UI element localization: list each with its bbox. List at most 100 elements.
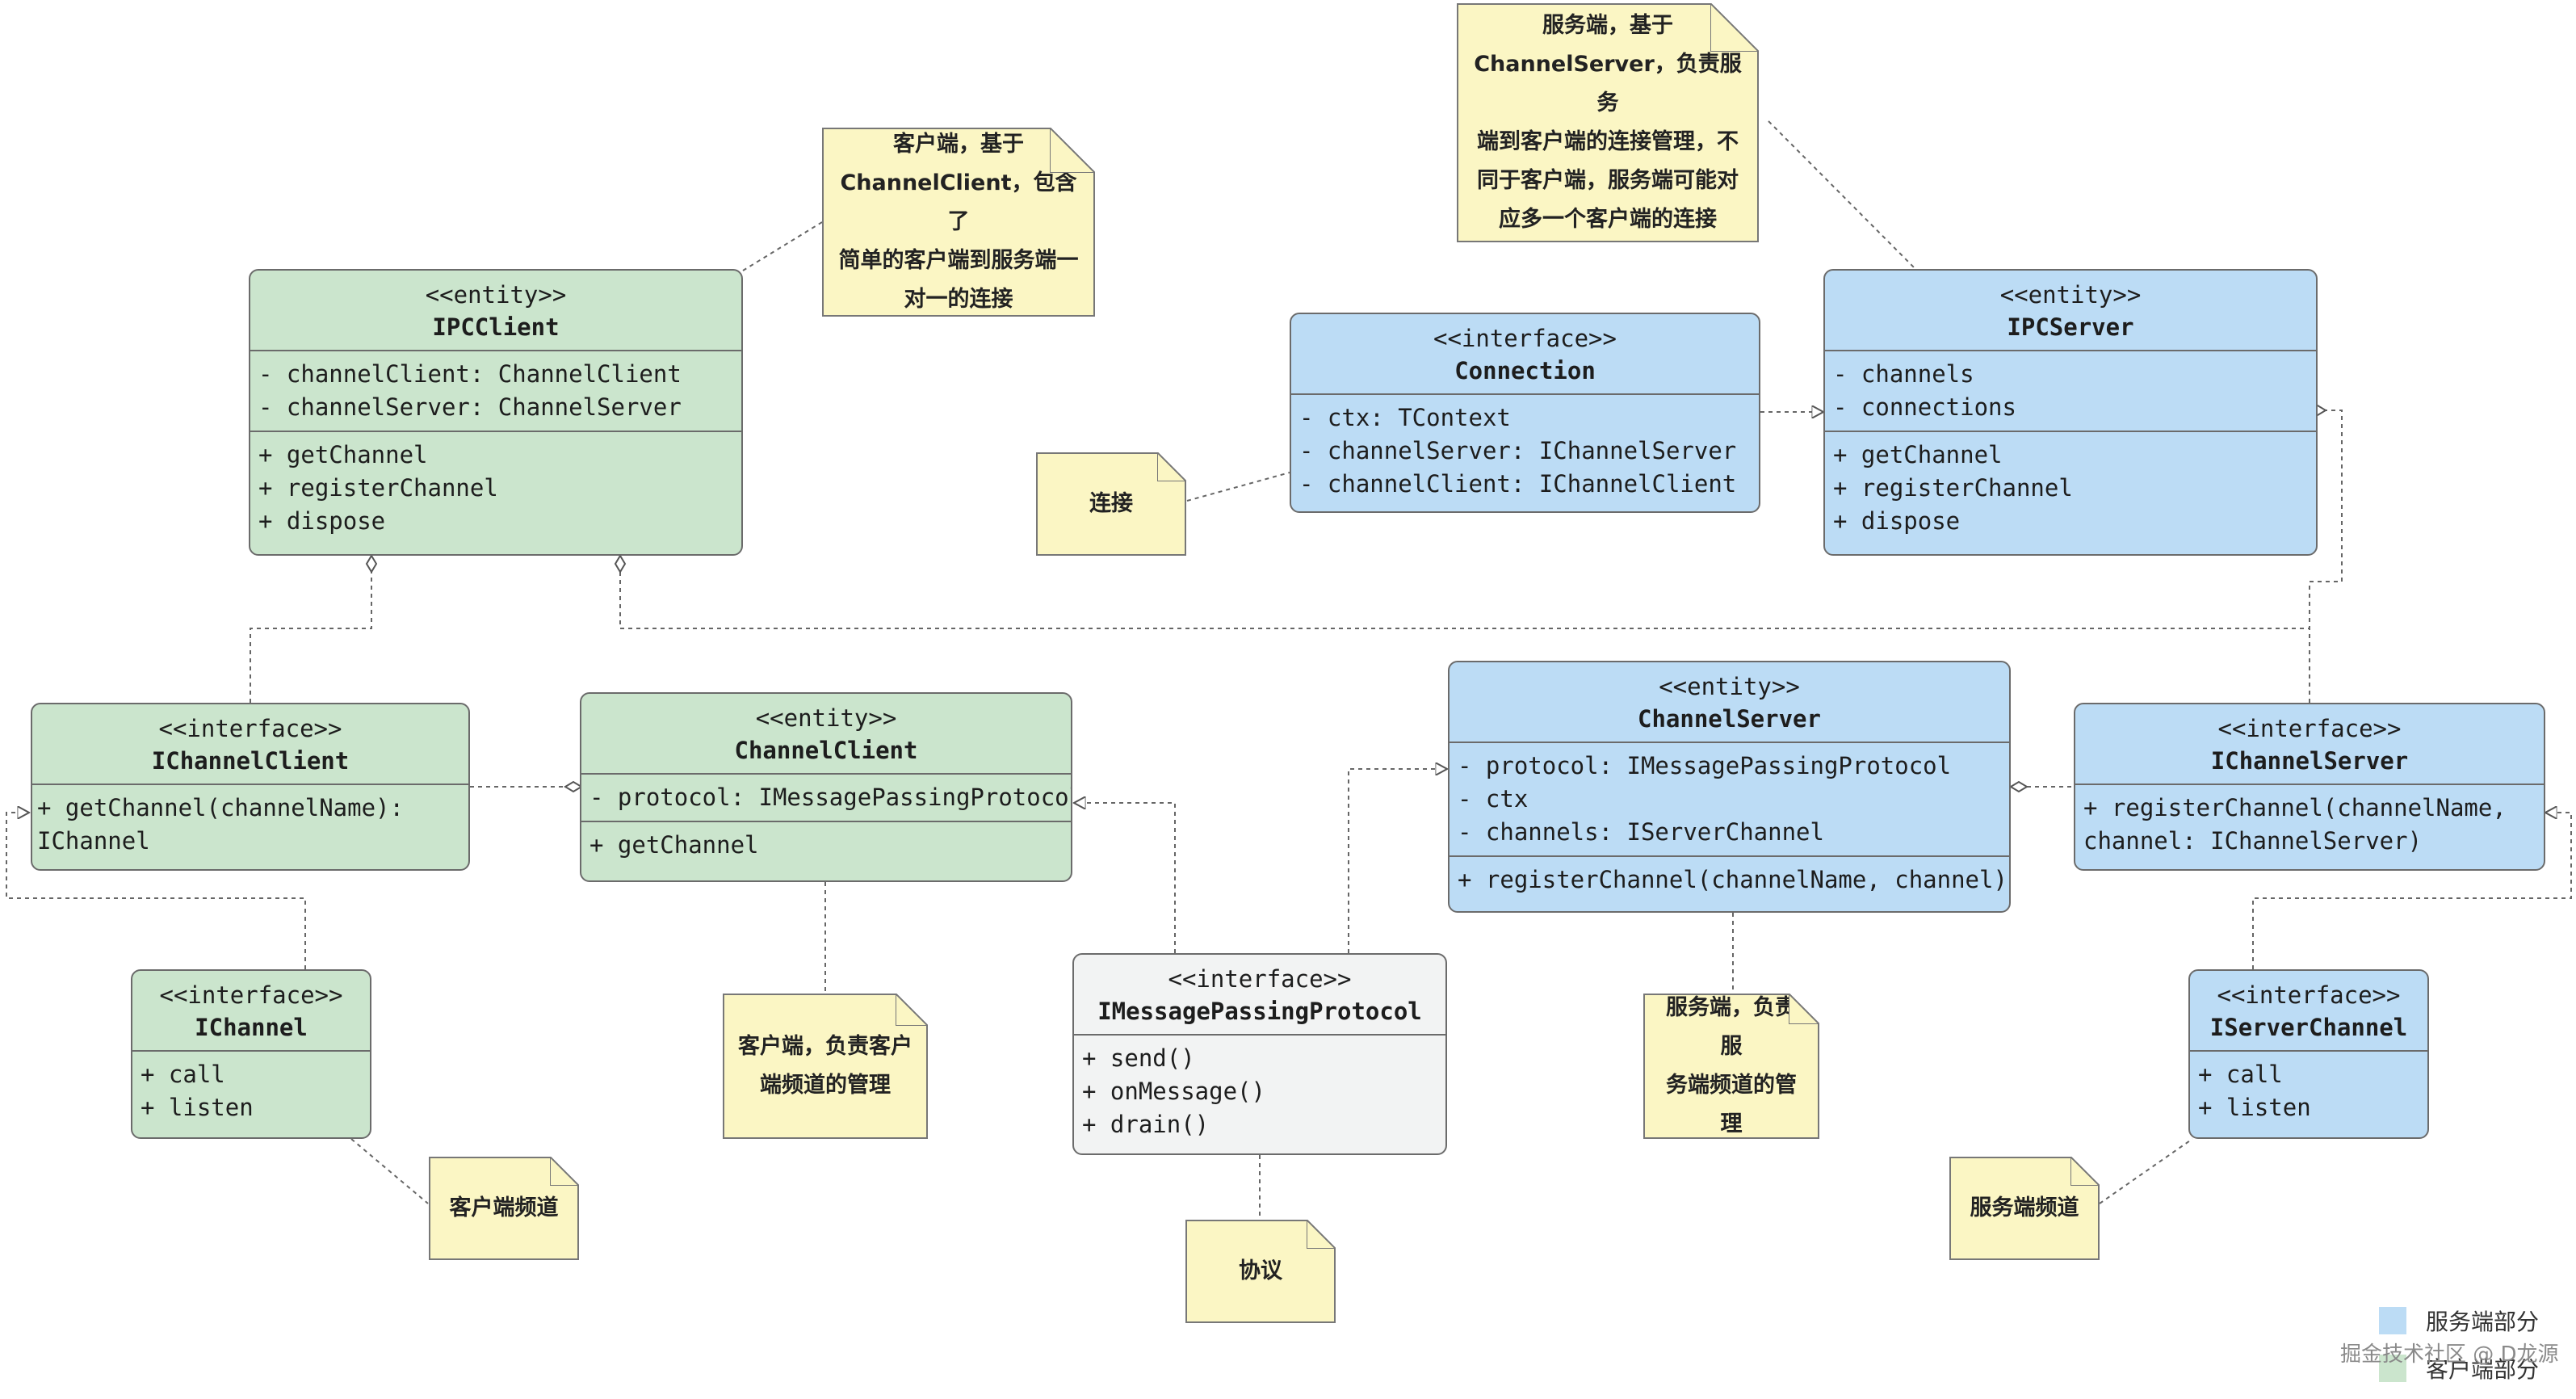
method: channel: IChannelServer) — [2083, 827, 2423, 855]
ichannelserver-ipcserver-link — [2309, 410, 2343, 703]
field: - channelServer: IChannelServer — [1299, 437, 1737, 464]
field-list: - protocol: IMessagePassingProtocol - ct… — [1450, 742, 2009, 855]
method: + getChannel — [589, 831, 759, 859]
field: - ctx: TContext — [1299, 404, 1511, 431]
iserverchannel-note-link — [2099, 1138, 2193, 1204]
note-channelclient: 客户端，负责客户 端频道的管理 — [723, 994, 928, 1139]
note-text: 服务端频道 — [1970, 1189, 2079, 1228]
note-line: 协议 — [1239, 1258, 1282, 1283]
field: - protocol: IMessagePassingProtocol — [1458, 752, 1952, 779]
method: + drain() — [1082, 1111, 1210, 1138]
ipcclient-ichannelclient-link — [250, 572, 372, 703]
class-connection[interactable]: <<interface>> Connection - ctx: TContext… — [1290, 313, 1760, 513]
stereotype: <<interface>> — [2217, 981, 2401, 1009]
stereotype: <<interface>> — [1433, 325, 1617, 352]
field: - ctx — [1458, 785, 1529, 813]
legend-label-server: 服务端部分 — [2426, 1309, 2540, 1335]
note-fold-icon — [1789, 994, 1819, 1024]
legend-server: 服务端部分 — [2379, 1304, 2539, 1337]
field: - channels — [1833, 360, 1974, 388]
note-iserverchannel: 服务端频道 — [1949, 1157, 2100, 1260]
note-line: ChannelServer，负责服务 — [1474, 52, 1742, 116]
connection-note-link — [1186, 472, 1290, 502]
method-list: + registerChannel(channelName, channel: … — [2075, 784, 2544, 864]
field-list: - ctx: TContext - channelServer: IChanne… — [1291, 393, 1759, 507]
method: + call — [2198, 1061, 2283, 1088]
legend-client: 客户端部分 — [2379, 1352, 2539, 1384]
server-note-link — [1768, 120, 1916, 270]
field: - connections — [1833, 393, 2016, 421]
note-text: 协议 — [1239, 1252, 1282, 1291]
note-text: 客户端，负责客户 端频道的管理 — [738, 1027, 913, 1105]
note-line: 客户端，负责客户 — [738, 1034, 913, 1059]
protocol-channelserver-link — [1348, 769, 1447, 953]
note-fold-icon — [1710, 3, 1759, 52]
note-line: 务端频道的管理 — [1666, 1073, 1797, 1136]
class-name: IServerChannel — [2209, 1014, 2408, 1041]
class-ichannel[interactable]: <<interface>> IChannel + call + listen — [131, 969, 371, 1139]
note-line: 客户端频道 — [449, 1195, 559, 1220]
note-line: 连接 — [1089, 491, 1133, 516]
class-ipcclient[interactable]: <<entity>> IPCClient - channelClient: Ch… — [249, 269, 743, 556]
class-name: IMessagePassingProtocol — [1097, 998, 1422, 1025]
class-name: ChannelClient — [734, 737, 918, 764]
class-ichannelclient[interactable]: <<interface>> IChannelClient + getChanne… — [31, 703, 470, 871]
note-line: 对一的连接 — [904, 287, 1013, 312]
method: + registerChannel — [258, 474, 498, 502]
stereotype: <<interface>> — [158, 715, 342, 742]
class-channelserver[interactable]: <<entity>> ChannelServer - protocol: IMe… — [1448, 661, 2011, 913]
method: + send() — [1082, 1044, 1195, 1072]
class-iserverchannel[interactable]: <<interface>> IServerChannel + call + li… — [2188, 969, 2429, 1139]
ipcclient-ipcserver-link — [619, 572, 2310, 629]
legend-label-client: 客户端部分 — [2426, 1356, 2540, 1383]
note-fold-icon — [550, 1157, 579, 1186]
aggregation-diamond — [614, 554, 627, 573]
field: - protocol: IMessagePassingProtocol — [589, 784, 1072, 811]
stereotype: <<interface>> — [159, 981, 343, 1009]
note-text: 客户端，基于 ChannelClient，包含了 简单的客户端到服务端一 对一的… — [835, 125, 1082, 319]
note-line: ChannelClient，包含了 — [840, 170, 1077, 234]
method-list: + getChannel + registerChannel + dispose — [250, 431, 741, 544]
client-note-link — [742, 221, 823, 271]
watermark: 掘金技术社区 @ D龙源 — [2340, 1342, 2559, 1367]
stereotype: <<entity>> — [1999, 281, 2142, 309]
legend-swatch-client — [2379, 1355, 2406, 1382]
note-line: 服务端，基于 — [1542, 13, 1673, 38]
class-name: IChannel — [195, 1014, 308, 1041]
field-list: - channels - connections — [1825, 350, 2316, 431]
note-client: 客户端，基于 ChannelClient，包含了 简单的客户端到服务端一 对一的… — [822, 128, 1095, 317]
iserverchannel-ichannelserver-link — [2252, 813, 2572, 969]
note-protocol: 协议 — [1185, 1220, 1336, 1323]
method: + getChannel — [258, 441, 428, 468]
note-fold-icon — [1157, 452, 1186, 481]
class-ichannelserver[interactable]: <<interface>> IChannelServer + registerC… — [2074, 703, 2545, 871]
method: + dispose — [258, 507, 386, 535]
class-imessagepassingprotocol[interactable]: <<interface>> IMessagePassingProtocol + … — [1072, 953, 1447, 1155]
note-ichannel: 客户端频道 — [429, 1157, 579, 1260]
class-name: IChannelClient — [151, 747, 350, 775]
note-text: 服务端，负责服 务端频道的管理 — [1656, 989, 1806, 1144]
stereotype: <<interface>> — [2217, 715, 2402, 742]
field: - channelClient: ChannelClient — [258, 360, 682, 388]
note-server: 服务端，基于 ChannelServer，负责服务 端到客户端的连接管理，不 同… — [1457, 3, 1759, 242]
method-list: + getChannel(channelName): IChannel — [32, 784, 468, 864]
method: + call — [141, 1061, 225, 1088]
method: + listen — [141, 1094, 254, 1121]
class-ipcserver[interactable]: <<entity>> IPCServer - channels - connec… — [1823, 269, 2318, 556]
method: + listen — [2198, 1094, 2311, 1121]
method: + registerChannel — [1833, 474, 2073, 502]
note-connection: 连接 — [1036, 452, 1186, 556]
note-line: 简单的客户端到服务端一 — [838, 248, 1079, 273]
class-name: IChannelServer — [2210, 747, 2409, 775]
field-list: - protocol: IMessagePassingProtocol — [581, 773, 1071, 821]
note-text: 客户端频道 — [450, 1189, 559, 1228]
class-channelclient[interactable]: <<entity>> ChannelClient - protocol: IMe… — [580, 692, 1072, 882]
method-list: + getChannel + registerChannel + dispose — [1825, 431, 2316, 544]
note-line: 应多一个客户端的连接 — [1499, 207, 1717, 232]
note-text: 连接 — [1089, 485, 1133, 523]
note-channelserver: 服务端，负责服 务端频道的管理 — [1643, 994, 1819, 1139]
note-line: 服务端频道 — [1970, 1195, 2079, 1220]
method: + getChannel — [1833, 441, 2003, 468]
